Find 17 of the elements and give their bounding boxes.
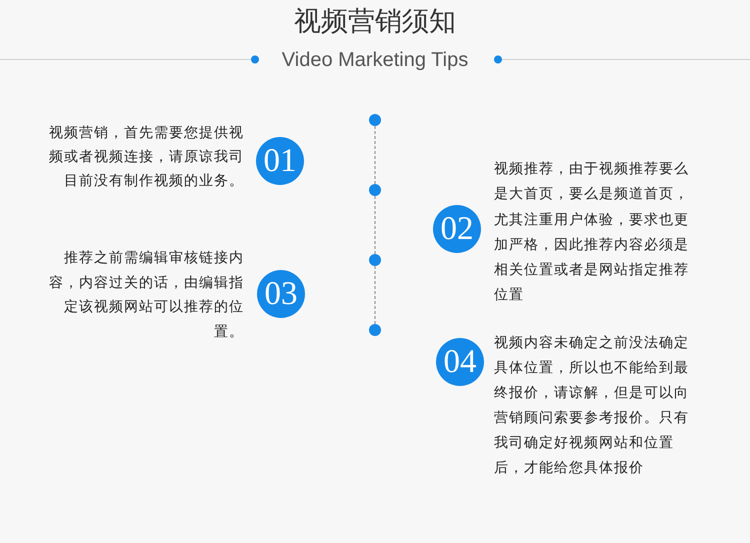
- description-text: 视频内容未确定之前没法确定具体位置，所以也不能给到最终报价，请谅解，但是可以向营销顾问索要参考报价。只有我司确定好视频网站和位置后，才能给您具体报价: [494, 334, 690, 478]
- description-text: 视频营销，首先需要您提供视频或者视频连接，请原谅我司目前没有制作视频的业务。: [48, 124, 244, 191]
- number-circle: 01: [256, 137, 304, 185]
- number-circle: 04: [436, 338, 484, 386]
- subtitle: Video Marketing Tips: [282, 48, 468, 72]
- dashed-line: [374, 126, 376, 184]
- title: 视频营销须知: [294, 5, 456, 39]
- timeline-dot: [369, 184, 381, 196]
- description-text: 视频推荐，由于视频推荐要么是大首页，要么是频道首页，尤其注重用户体验，要求也更加严格，因此推荐内容必须是相关位置或者是网站指定推荐位置: [494, 160, 690, 306]
- number-circle: 03: [257, 270, 305, 318]
- description-text: 推荐之前需编辑审核链接内容，内容过关的话，由编辑指定该视频网站可以推荐的位置。: [48, 249, 244, 342]
- timeline-dot: [369, 114, 381, 126]
- timeline-dot: [369, 324, 381, 336]
- number-circle: 02: [433, 205, 481, 253]
- dashed-line: [374, 266, 376, 324]
- timeline-dot: [369, 254, 381, 266]
- dashed-line: [374, 196, 376, 254]
